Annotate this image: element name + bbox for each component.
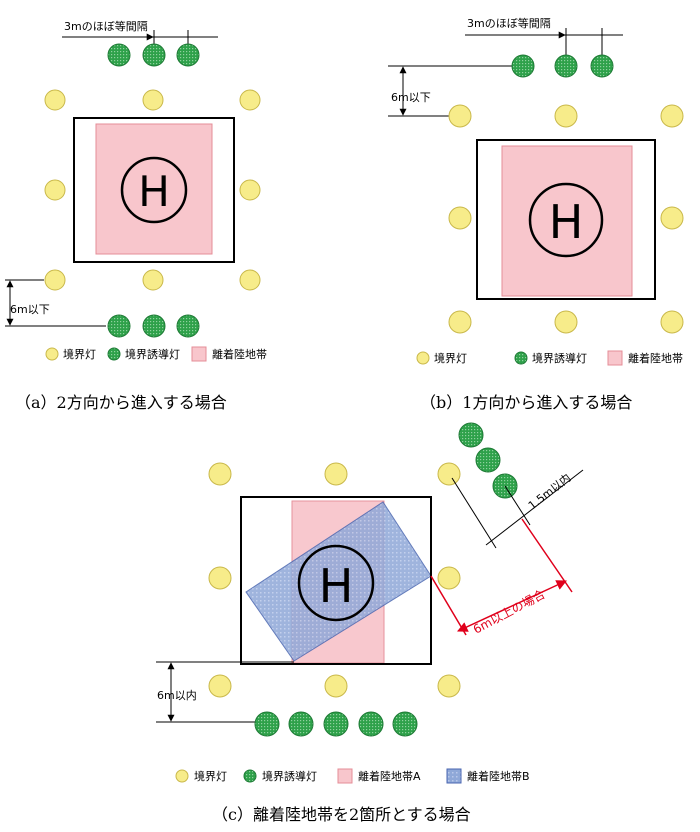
boundary-light	[44, 269, 66, 291]
diagram-b: 3mのほぼ等間隔 6m以下 H 境界灯 境界誘導灯 離着陸地帯	[388, 16, 684, 412]
boundary-light	[324, 674, 348, 698]
helipad-circle	[528, 182, 604, 258]
legend-guidance-swatch	[514, 351, 528, 365]
legend-boundary-label: 境界灯	[434, 351, 467, 365]
distance-dimension-c: 6m以内	[156, 661, 294, 723]
spacing-label: 3mのほぼ等間隔	[64, 19, 148, 33]
helipad-mark: H	[319, 559, 354, 613]
boundary-light	[239, 269, 261, 291]
landing-zone	[501, 145, 633, 297]
legend-boundary-swatch	[45, 347, 59, 361]
guidance-light	[288, 711, 314, 737]
guidance-light	[392, 711, 418, 737]
boundary-light	[208, 462, 232, 486]
distance-dimension-b: 6m以下	[388, 65, 515, 117]
legend-guidance-swatch	[107, 347, 121, 361]
legend-guidance-label: 境界誘導灯	[125, 347, 180, 361]
guidance-light	[475, 447, 501, 473]
guidance-light	[107, 43, 131, 67]
boundary-light	[239, 179, 261, 201]
legend-zone-label: 離着陸地帯	[628, 351, 683, 365]
distance-label: 6m以下	[391, 91, 431, 104]
distance-label: 6m以下	[10, 303, 50, 316]
boundary-light	[239, 89, 261, 111]
helipad-circle	[297, 544, 375, 622]
pad-outline	[476, 139, 656, 300]
boundary-light	[437, 566, 461, 590]
diagram-a: 3mのほぼ等間隔 H 6m以下 境界灯	[5, 19, 267, 412]
red-distance-label: 6m以上の場合	[470, 586, 547, 636]
diagonal-distance-label: 1.5m以内	[525, 470, 573, 512]
guidance-light	[176, 43, 200, 67]
boundary-light	[142, 89, 164, 111]
legend-boundary-swatch	[175, 769, 189, 783]
legend-c: 境界灯 境界誘導灯 離着陸地帯A 離着陸地帯B	[175, 768, 530, 784]
spacing-dimension-a: 3mのほぼ等間隔	[62, 19, 218, 53]
legend-b: 境界灯 境界誘導灯 離着陸地帯	[416, 350, 683, 366]
spacing-dimension-b: 3mのほぼ等間隔	[465, 16, 623, 55]
pad-outline	[73, 117, 235, 263]
legend-boundary-swatch	[416, 351, 430, 365]
boundary-light	[208, 566, 232, 590]
boundary-light	[660, 104, 684, 128]
boundary-light	[448, 206, 472, 230]
boundary-light	[437, 462, 461, 486]
boundary-light	[44, 179, 66, 201]
boundary-light	[660, 310, 684, 334]
legend-boundary-label: 境界灯	[63, 347, 96, 361]
helipad-mark: H	[549, 195, 584, 249]
guidance-light	[142, 43, 166, 67]
guidance-light	[254, 711, 280, 737]
legend-zone-b-label: 離着陸地帯B	[467, 769, 530, 783]
boundary-light	[142, 269, 164, 291]
pad-outline	[240, 496, 432, 665]
caption-a: （a）2方向から進入する場合	[15, 393, 227, 412]
boundary-light	[448, 104, 472, 128]
guidance-light	[458, 422, 484, 448]
legend-boundary-label: 境界灯	[194, 769, 227, 783]
helipad-mark: H	[138, 167, 170, 216]
helipad-circle	[120, 156, 188, 224]
distance-label: 6m以内	[157, 688, 197, 702]
boundary-light	[554, 104, 578, 128]
guidance-light	[358, 711, 384, 737]
diagram-c: H 1.5m以内 6m以上の場合	[156, 422, 584, 824]
boundary-light	[44, 89, 66, 111]
legend-zone-label: 離着陸地帯	[212, 347, 267, 361]
boundary-light	[324, 462, 348, 486]
boundary-light	[660, 206, 684, 230]
boundary-light	[437, 674, 461, 698]
guidance-light	[590, 54, 614, 78]
diagonal-dimension: 1.5m以内	[451, 469, 584, 549]
legend-zone-swatch	[607, 350, 623, 366]
legend-guidance-label: 境界誘導灯	[532, 351, 587, 365]
guidance-light	[107, 314, 131, 338]
legend-guidance-swatch	[243, 769, 257, 783]
spacing-label: 3mのほぼ等間隔	[467, 16, 551, 30]
legend-guidance-label: 境界誘導灯	[262, 769, 317, 783]
boundary-light	[208, 674, 232, 698]
guidance-light	[554, 54, 578, 78]
guidance-light	[323, 711, 349, 737]
caption-b: （b）1方向から進入する場合	[420, 393, 632, 412]
legend-zone-a-swatch	[337, 768, 353, 784]
legend-zone-a-label: 離着陸地帯A	[358, 769, 421, 783]
guidance-light	[142, 314, 166, 338]
legend-zone-b-swatch	[446, 768, 462, 784]
boundary-light	[448, 310, 472, 334]
caption-c: （c）離着陸地帯を2箇所とする場合	[212, 805, 471, 824]
guidance-light	[176, 314, 200, 338]
legend-zone-swatch	[191, 346, 207, 362]
boundary-light	[554, 310, 578, 334]
guidance-light	[511, 54, 535, 78]
landing-zone	[95, 123, 213, 255]
distance-dimension-a: 6m以下	[5, 279, 106, 327]
legend-a: 境界灯 境界誘導灯 離着陸地帯	[45, 346, 267, 362]
